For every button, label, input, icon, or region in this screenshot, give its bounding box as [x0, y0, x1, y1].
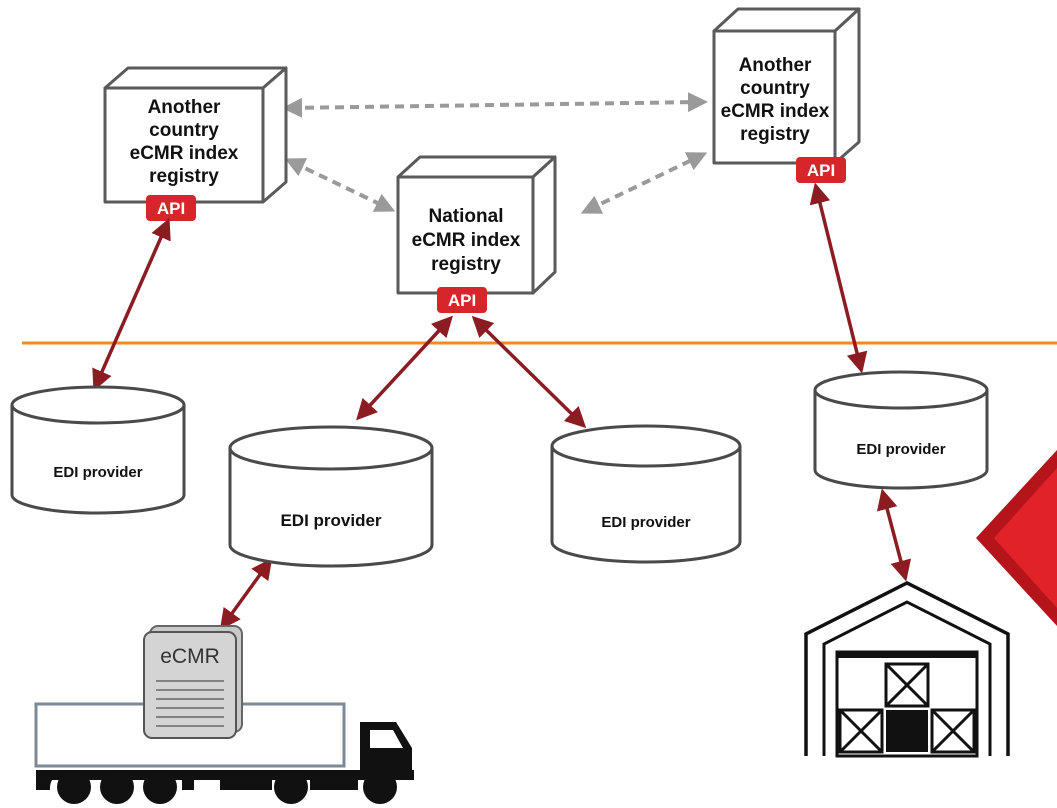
registry-left-line4: registry	[149, 166, 219, 187]
truck-wheel	[143, 770, 177, 804]
link-left-api-provider1	[92, 217, 171, 392]
dashed-link-left-right	[282, 92, 708, 118]
edi-provider-2-label: EDI provider	[280, 511, 381, 530]
link-provider4-warehouse	[876, 488, 912, 582]
crate-box-solid	[886, 710, 928, 752]
api-badge-left[interactable]: API	[146, 195, 196, 221]
registry-center-line1: National	[429, 206, 504, 227]
edi-provider-2: EDI provider	[228, 425, 434, 568]
registry-left-line2: country	[149, 120, 219, 141]
edi-provider-3-label: EDI provider	[601, 514, 690, 531]
api-badge-center[interactable]: API	[437, 287, 487, 313]
registry-center-line3: registry	[431, 254, 501, 275]
truck-wheel	[100, 770, 134, 804]
edi-provider-4: EDI provider	[813, 370, 989, 490]
registry-center-line2: eCMR index	[412, 230, 521, 251]
database-icon	[10, 405, 186, 515]
truck-wheel	[363, 770, 397, 804]
truck-wheel	[57, 770, 91, 804]
registry-right-line3: eCMR index	[721, 101, 830, 122]
ecmr-label: eCMR	[160, 645, 220, 668]
registry-right-cube: Another country eCMR index registry	[712, 7, 861, 165]
link-provider2-document	[219, 557, 273, 631]
registry-right-line4: registry	[740, 124, 810, 145]
dashed-link-left-center	[284, 158, 396, 212]
database-icon	[813, 390, 989, 490]
api-badge-right[interactable]: API	[796, 157, 846, 183]
database-top	[10, 385, 186, 425]
decorative-red-shape	[976, 450, 1057, 626]
cube-side-face	[833, 7, 861, 165]
api-badge-center-label: API	[448, 291, 476, 310]
edi-provider-1-label: EDI provider	[53, 464, 142, 481]
edi-provider-1: EDI provider	[10, 385, 186, 515]
warehouse-inner	[822, 600, 992, 756]
cube-front-face	[712, 29, 837, 165]
truck-icon	[34, 702, 414, 804]
truck-window	[370, 730, 403, 748]
registry-left-line3: eCMR index	[130, 143, 239, 164]
link-right-api-provider4	[809, 182, 868, 374]
database-icon	[228, 448, 434, 568]
document-icon	[143, 631, 237, 739]
cube-side-face	[261, 66, 288, 204]
registry-left-line1: Another	[148, 97, 221, 118]
ecmr-document: eCMR	[143, 625, 243, 739]
api-badge-left-label: API	[157, 199, 185, 218]
dashed-link-center-right	[580, 152, 708, 214]
cube-side-face	[531, 155, 557, 295]
database-top	[550, 424, 742, 468]
warehouse-outer	[804, 581, 1010, 756]
link-center-api-provider3	[471, 315, 587, 429]
truck-chassis	[36, 770, 414, 780]
database-icon	[550, 446, 742, 564]
warehouse-icon	[804, 581, 1010, 758]
registry-center-cube: National eCMR index registry	[396, 155, 557, 295]
database-top	[813, 370, 989, 410]
registry-left-cube: Another country eCMR index registry	[103, 66, 288, 204]
database-top	[228, 425, 434, 471]
registry-right-line2: country	[740, 78, 810, 99]
edi-provider-3: EDI provider	[550, 424, 742, 564]
api-badge-right-label: API	[807, 161, 835, 180]
registry-right-line1: Another	[739, 55, 812, 76]
edi-provider-4-label: EDI provider	[856, 441, 945, 458]
truck-wheel	[274, 770, 308, 804]
cube-top-face	[396, 155, 557, 179]
link-center-api-provider2	[356, 315, 453, 421]
cube-top-face	[103, 66, 288, 90]
